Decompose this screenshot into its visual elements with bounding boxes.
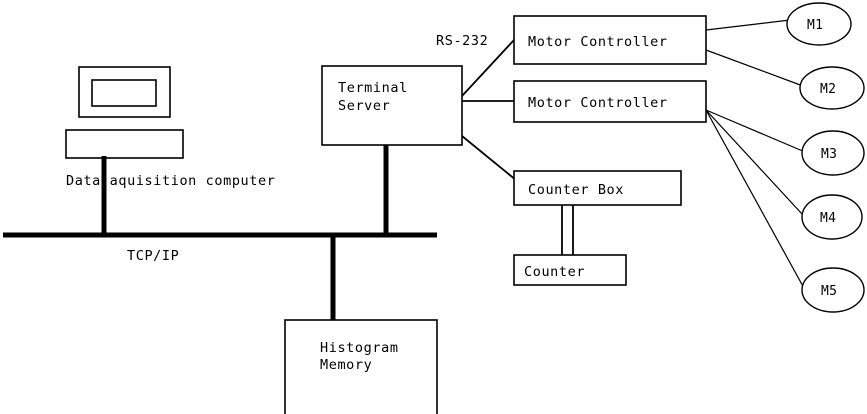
motor-m2-label: M2 bbox=[820, 82, 836, 97]
motor-controller-1-label: Motor Controller bbox=[528, 34, 668, 50]
motor-controller-2-label: Motor Controller bbox=[528, 95, 668, 111]
computer-monitor-screen bbox=[91, 79, 157, 107]
counter-box-label: Counter Box bbox=[528, 182, 624, 198]
histogram-memory-box bbox=[284, 319, 438, 414]
motor-m4-label: M4 bbox=[820, 211, 836, 226]
motor-controller-2-to-m4-link bbox=[705, 109, 803, 215]
terminal-server-to-motor-controller-1-link bbox=[461, 39, 515, 97]
tcpip-bus-label: TCP/IP bbox=[127, 248, 179, 264]
counter-box bbox=[513, 254, 627, 286]
motor-m1-label: M1 bbox=[807, 18, 823, 33]
terminal-server-to-counter-box-link bbox=[461, 135, 523, 186]
motor-controller-1-to-m2-link bbox=[705, 49, 804, 87]
motor-m5-label: M5 bbox=[821, 284, 837, 299]
motor-m4-ellipse bbox=[801, 194, 863, 240]
motor-controller-1-box bbox=[513, 15, 707, 65]
terminal-server-label-line1: Terminal bbox=[338, 80, 408, 96]
computer-chassis bbox=[65, 129, 184, 159]
motor-m3-ellipse bbox=[801, 130, 865, 176]
counter-label: Counter bbox=[524, 264, 585, 280]
terminal-server-label-line2: Server bbox=[338, 98, 390, 114]
histogram-memory-label-line1: Histogram bbox=[320, 340, 399, 356]
motor-controller-1-to-m1-link bbox=[705, 19, 791, 31]
motor-controller-2-to-m3-link bbox=[705, 109, 806, 153]
counter-box-box bbox=[513, 170, 682, 206]
motor-m2-ellipse bbox=[799, 66, 865, 110]
histogram-memory-label-line2: Memory bbox=[320, 357, 372, 373]
motor-m3-label: M3 bbox=[821, 147, 837, 162]
motor-controller-2-box bbox=[513, 80, 707, 123]
rs232-label: RS-232 bbox=[436, 33, 488, 49]
terminal-server-box bbox=[321, 65, 463, 146]
motor-m1-ellipse bbox=[786, 2, 852, 46]
motor-m5-ellipse bbox=[801, 267, 865, 313]
motor-controller-2-to-m5-link bbox=[705, 109, 806, 291]
data-acquisition-computer-label: Data aquisition computer bbox=[66, 173, 275, 189]
